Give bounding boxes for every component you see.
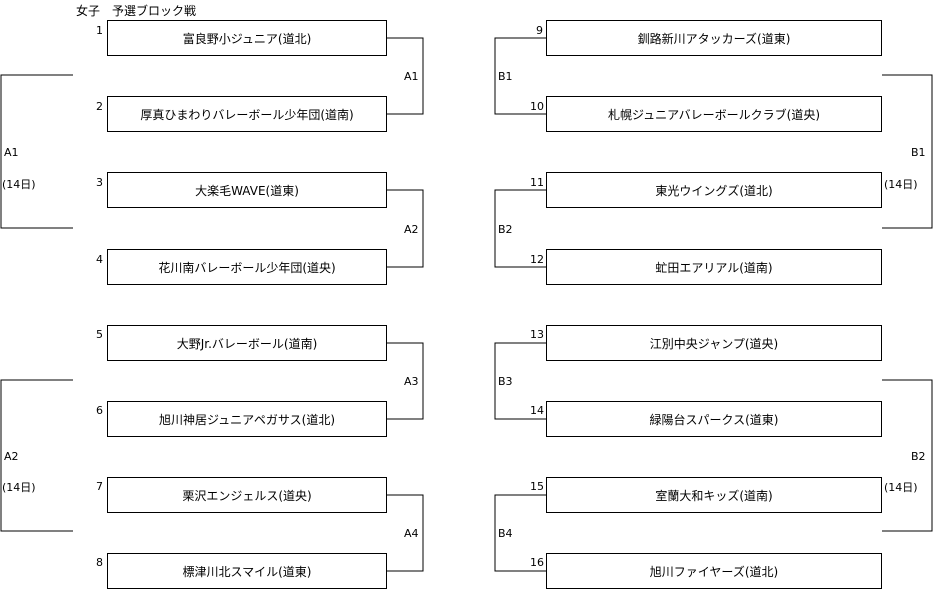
connector-a4 [387,494,424,572]
team-name: 大楽毛WAVE(道東) [195,183,299,198]
connector-a2 [387,189,424,268]
team-box: 緑陽台スパークス(道東) [546,401,882,437]
team-box: 虻田エアリアル(道南) [546,249,882,285]
pair-label: B1 [498,70,513,83]
team-name: 厚真ひまわりバレーボール少年団(道南) [140,107,354,122]
team-box: 旭川神居ジュニアペガサス(道北) [107,401,387,437]
team-name: 東光ウイングズ(道北) [655,183,773,198]
connector-b3 [494,342,546,420]
group-bracket-right-2 [882,379,933,532]
team-name: 栗沢エンジェルス(道央) [182,488,312,503]
group-date: (14日) [2,178,36,191]
team-number: 6 [96,404,103,417]
team-box: 江別中央ジャンプ(道央) [546,325,882,361]
group-label: B1 [911,146,926,159]
pair-label: B4 [498,527,513,540]
team-box: 大楽毛WAVE(道東) [107,172,387,208]
team-box: 大野Jr.バレーボール(道南) [107,325,387,361]
team-number: 13 [530,328,544,341]
connector-b2 [494,189,546,268]
group-date: (14日) [2,481,36,494]
team-box: 富良野小ジュニア(道北) [107,20,387,56]
team-box: 釧路新川アタッカーズ(道東) [546,20,882,56]
team-number: 1 [96,24,103,37]
team-number: 15 [530,480,544,493]
team-name: 旭川ファイヤーズ(道北) [649,564,779,579]
team-box: 標津川北スマイル(道東) [107,553,387,589]
pair-label: B3 [498,375,513,388]
team-name: 旭川神居ジュニアペガサス(道北) [158,412,336,427]
group-bracket-right-1 [882,74,933,229]
group-label: A1 [4,146,19,159]
page-title: 女子 予選ブロック戦 [76,4,197,18]
team-number: 10 [530,100,544,113]
team-number: 4 [96,253,103,266]
team-name: 札幌ジュニアバレーボールクラブ(道央) [607,107,821,122]
pair-label: A2 [404,223,419,236]
team-name: 花川南バレーボール少年団(道央) [158,260,336,275]
team-box: 栗沢エンジェルス(道央) [107,477,387,513]
team-box: 東光ウイングズ(道北) [546,172,882,208]
pair-label: B2 [498,223,513,236]
connector-b4 [494,494,546,572]
team-box: 札幌ジュニアバレーボールクラブ(道央) [546,96,882,132]
team-name: 室蘭大和キッズ(道南) [655,488,773,503]
team-number: 12 [530,253,544,266]
team-name: 標津川北スマイル(道東) [182,564,312,579]
team-number: 2 [96,100,103,113]
group-label: A2 [4,450,19,463]
team-name: 虻田エアリアル(道南) [655,260,773,275]
pair-label: A1 [404,70,419,83]
connector-b1 [494,37,546,115]
group-bracket-left-2 [0,379,73,532]
team-box: 旭川ファイヤーズ(道北) [546,553,882,589]
team-number: 3 [96,176,103,189]
group-bracket-left-1 [0,74,73,229]
team-box: 室蘭大和キッズ(道南) [546,477,882,513]
team-name: 江別中央ジャンプ(道央) [649,336,779,351]
team-name: 釧路新川アタッカーズ(道東) [637,31,791,46]
pair-label: A3 [404,375,419,388]
team-name: 大野Jr.バレーボール(道南) [176,336,318,351]
team-box: 花川南バレーボール少年団(道央) [107,249,387,285]
pair-label: A4 [404,527,419,540]
team-name: 富良野小ジュニア(道北) [182,31,312,46]
group-label: B2 [911,450,926,463]
group-date: (14日) [884,178,918,191]
team-number: 14 [530,404,544,417]
group-date: (14日) [884,481,918,494]
team-number: 9 [536,24,543,37]
team-number: 5 [96,328,103,341]
team-number: 16 [530,556,544,569]
team-number: 11 [530,176,544,189]
team-number: 7 [96,480,103,493]
connector-a3 [387,342,424,420]
team-box: 厚真ひまわりバレーボール少年団(道南) [107,96,387,132]
team-number: 8 [96,556,103,569]
connector-a1 [387,37,424,115]
team-name: 緑陽台スパークス(道東) [649,412,779,427]
